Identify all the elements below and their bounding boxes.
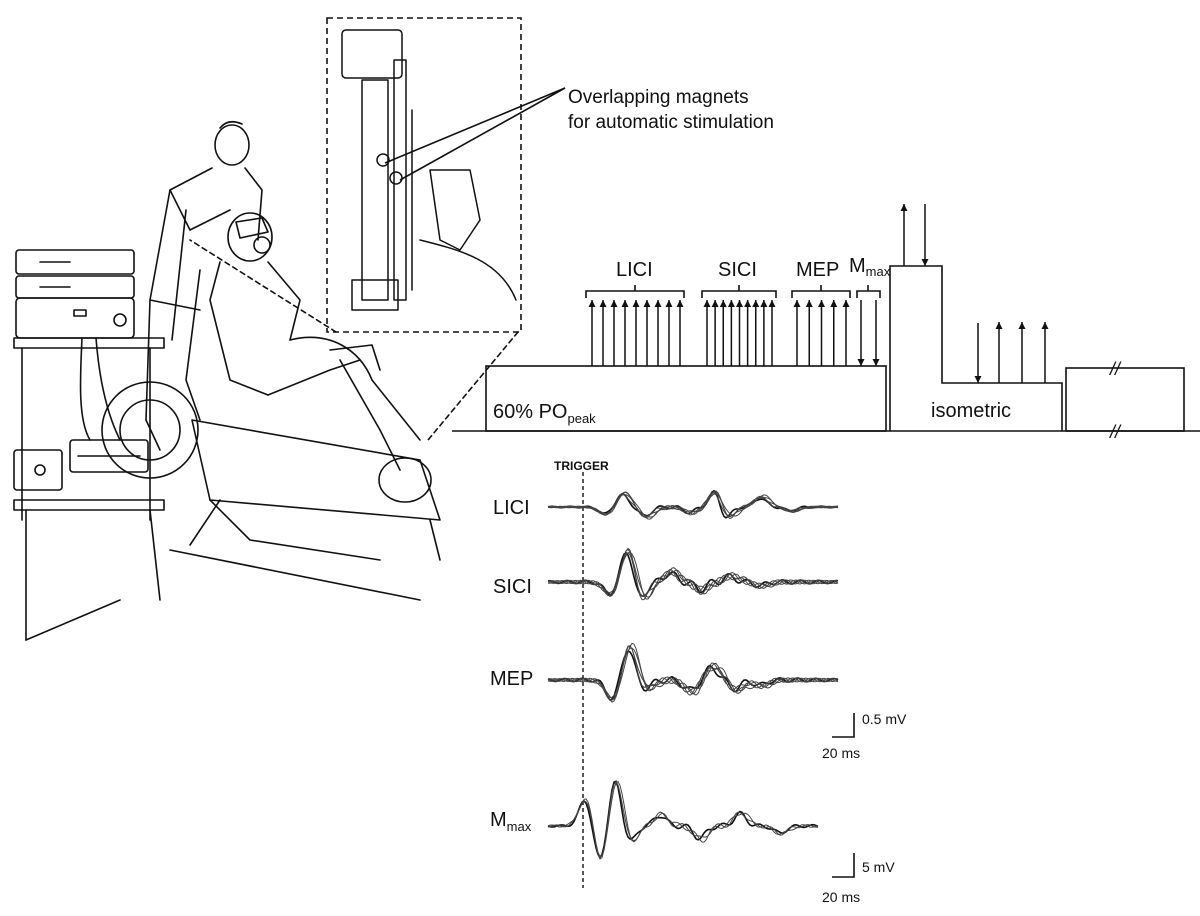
stimulus-arrow-recovery-up-1: [995, 322, 1003, 383]
stimulus-arrow-lici-2: [599, 300, 607, 366]
stimulus-arrow-isometric-down: [921, 204, 929, 266]
stimulus-arrow-mep-1: [793, 300, 801, 366]
scale-bar-2: [832, 853, 855, 878]
stimulus-arrow-mep-3: [818, 300, 825, 366]
protocol-label-lici: LICI: [616, 259, 653, 281]
callout-text-line-1: Overlapping magnets: [568, 87, 749, 108]
seated-participant-icon: [185, 212, 432, 503]
magnet-inset: [326, 17, 566, 333]
stimulus-arrow-lici-8: [665, 300, 673, 366]
scale-bar-2-time: 20 ms: [822, 889, 860, 905]
stimulus-arrow-sici-9: [768, 300, 776, 366]
lab-setup-illustration: [13, 120, 519, 641]
trace-label-mmax: Mmax: [490, 809, 532, 834]
trigger-label: TRIGGER: [554, 459, 609, 473]
operator-icon: [145, 120, 263, 451]
power-output-block: [485, 365, 887, 432]
stimulus-arrow-lici-7: [654, 300, 662, 366]
emg-trace-lici-4: [547, 490, 839, 518]
trace-label-sici: SICI: [493, 576, 532, 598]
emg-trace-lici-5: [547, 490, 839, 520]
stimulus-arrow-isometric-up: [900, 204, 908, 266]
emg-trace-mmax-3: [547, 780, 819, 858]
emg-trace-mmax-1: [547, 780, 819, 859]
protocol-label-mmax: Mmax: [849, 255, 891, 279]
stimulus-arrows: [588, 204, 1049, 383]
stimulus-arrow-sici-5: [736, 300, 743, 366]
callout-text-line-2: for automatic stimulation: [568, 112, 774, 133]
scale-bar-1-amplitude: 0.5 mV: [862, 711, 907, 727]
emg-trace-mep-3: [547, 645, 839, 700]
scale-bar-1-time: 20 ms: [822, 745, 860, 761]
stimulus-arrow-lici-3: [610, 300, 618, 366]
emg-trace-mmax-2: [547, 780, 819, 860]
stimulus-arrow-lici-4: [621, 300, 629, 366]
isometric-block: [889, 265, 1063, 431]
emg-trace-mep-2: [547, 644, 839, 698]
isometric-label: isometric: [931, 400, 1011, 422]
break-mark-bottom: //: [1108, 422, 1122, 442]
scale-bar-2-amplitude: 5 mV: [862, 859, 895, 875]
stimulus-arrow-sici-3: [719, 300, 727, 366]
stimulus-arrow-recovery-up-2: [1018, 322, 1026, 383]
ergometer-icon: [101, 344, 441, 601]
recovery-block: [1065, 367, 1185, 432]
emg-trace-sici-2: [547, 552, 839, 601]
stimulus-arrow-lici-9: [676, 300, 684, 366]
stimulus-arrow-mep-5: [842, 300, 850, 366]
stimulus-arrow-sici-6: [744, 300, 752, 366]
protocol-label-sici: SICI: [718, 259, 757, 281]
equipment-table-icon: [13, 337, 165, 641]
emg-trace-sici-5: [547, 551, 839, 600]
break-mark-top: //: [1108, 359, 1122, 379]
emg-trace-mep-5: [547, 642, 839, 701]
stimulus-arrow-lici-6: [643, 300, 651, 366]
stimulus-arrow-mep-4: [830, 300, 838, 366]
emg-waveforms: [547, 489, 839, 860]
stimulus-arrow-sici-7: [752, 300, 760, 366]
stimulus-arrow-sici-4: [727, 300, 735, 366]
stimulus-arrow-mep-2: [805, 300, 813, 366]
power-output-label: 60% POpeak: [493, 401, 596, 426]
stimulus-arrow-lici-5: [632, 300, 640, 366]
trace-label-lici: LICI: [493, 497, 530, 519]
emg-traces-panel: TRIGGER LICI SICI MEP Mmax 0.5 mV 20 ms …: [490, 459, 907, 905]
trace-label-mep: MEP: [490, 668, 533, 690]
stimulator-stack-icon: [15, 249, 135, 339]
emg-trace-sici-3: [547, 547, 839, 597]
scale-bar-1: [832, 713, 855, 738]
stimulus-arrow-lici-1: [588, 300, 596, 366]
stimulus-arrow-m-2: [872, 300, 880, 366]
stimulation-protocol-diagram: 60% POpeak isometric // // LICI SICI MEP…: [452, 204, 1200, 442]
stimulus-arrow-sici-1: [703, 300, 711, 366]
protocol-label-mep: MEP: [796, 259, 839, 281]
emg-trace-sici-4: [547, 548, 839, 598]
stimulus-arrow-recovery-down: [974, 323, 982, 383]
stimulus-arrow-sici-8: [760, 300, 768, 366]
stimulus-arrow-sici-2: [711, 300, 719, 366]
amplifier-icon: [13, 337, 149, 491]
stimulus-arrow-recovery-up-3: [1041, 322, 1049, 383]
protocol-braces: [585, 285, 881, 298]
stimulus-arrow-m-1: [857, 300, 865, 366]
emg-trace-lici-3: [547, 493, 839, 520]
